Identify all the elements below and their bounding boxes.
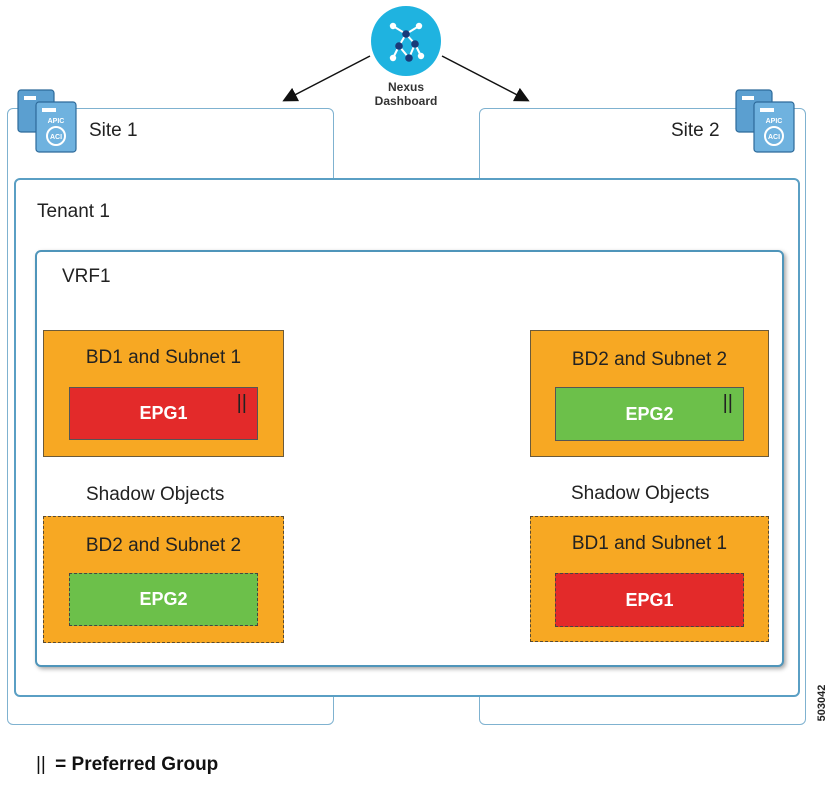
right-epg-primary-label: EPG2	[625, 403, 674, 424]
apic-controller-icon: APIC ACI	[735, 89, 795, 153]
apic-controller-icon: APIC ACI	[17, 89, 77, 153]
tenant-label: Tenant 1	[37, 201, 110, 222]
site1-label: Site 1	[89, 120, 138, 141]
left-epg-shadow-label: EPG2	[139, 589, 188, 609]
legend: || = Preferred Group	[36, 754, 218, 776]
left-epg-shadow: EPG2	[69, 573, 258, 626]
preferred-group-marker: ||	[722, 392, 733, 414]
site2-apic-cluster: APIC ACI	[734, 88, 798, 156]
nexus-dashboard-line1: Nexus	[387, 80, 425, 94]
right-epg-primary: EPG2 ||	[555, 387, 744, 441]
nexus-dashboard-line2: Dashboard	[374, 94, 438, 108]
right-bd-shadow: BD1 and Subnet 1 EPG1	[530, 516, 769, 642]
legend-marker: ||	[36, 754, 46, 775]
left-epg-primary-label: EPG1	[139, 403, 188, 423]
site1-apic-text: APIC	[48, 118, 65, 125]
preferred-group-marker: ||	[236, 392, 247, 414]
right-bd-primary: BD2 and Subnet 2 EPG2 ||	[530, 330, 769, 457]
left-bd-shadow-title: BD2 and Subnet 2	[85, 535, 242, 556]
left-epg-primary: EPG1 ||	[69, 387, 258, 440]
right-epg-shadow: EPG1	[555, 573, 744, 627]
arrow-to-site2	[441, 55, 530, 102]
site2-label: Site 2	[671, 120, 720, 141]
nexus-dashboard	[369, 4, 443, 78]
vrf-label: VRF1	[62, 266, 111, 287]
right-bd-shadow-title: BD1 and Subnet 1	[571, 533, 728, 554]
nexus-dashboard-label: Nexus Dashboard	[366, 80, 446, 108]
right-bd-primary-title: BD2 and Subnet 2	[571, 349, 728, 370]
left-shadow-heading: Shadow Objects	[86, 484, 225, 505]
legend-text: = Preferred Group	[55, 754, 219, 775]
site1-apic-cluster: APIC ACI	[16, 88, 80, 156]
figure-id: 503042	[816, 684, 828, 722]
right-epg-shadow-label: EPG1	[625, 589, 674, 610]
site2-aci-text: ACI	[768, 134, 780, 141]
nexus-dashboard-icon	[371, 6, 441, 76]
site2-apic-text: APIC	[766, 118, 783, 125]
right-shadow-heading: Shadow Objects	[571, 483, 710, 504]
left-bd-primary-title: BD1 and Subnet 1	[85, 347, 242, 368]
arrow-to-site1	[282, 55, 371, 102]
left-bd-shadow: BD2 and Subnet 2 EPG2	[43, 516, 284, 643]
left-bd-primary: BD1 and Subnet 1 EPG1 ||	[43, 330, 284, 457]
site1-aci-text: ACI	[50, 134, 62, 141]
